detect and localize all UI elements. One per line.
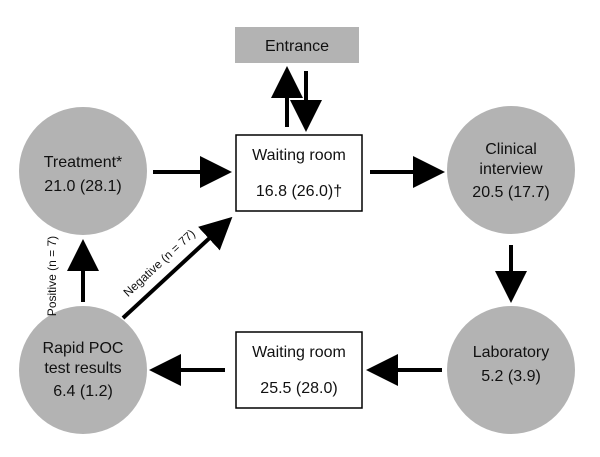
rapid-poc-circle <box>19 306 147 434</box>
treatment-label: Treatment* <box>44 154 123 171</box>
clinical-interview-label-line1: Clinical <box>485 141 537 158</box>
laboratory-label: Laboratory <box>473 344 550 361</box>
waiting-room-bottom-node: Waiting room 25.5 (28.0) <box>235 331 363 409</box>
laboratory-circle <box>447 306 575 434</box>
waiting-room-bottom-box <box>235 331 363 409</box>
clinical-interview-node: Clinical interview 20.5 (17.7) <box>447 106 575 234</box>
entrance-label: Entrance <box>265 38 329 55</box>
laboratory-node: Laboratory 5.2 (3.9) <box>447 306 575 434</box>
rapid-poc-value: 6.4 (1.2) <box>53 383 113 400</box>
entrance-box <box>235 27 359 63</box>
clinical-interview-value: 20.5 (17.7) <box>472 184 549 201</box>
waiting-room-bottom-value: 25.5 (28.0) <box>260 380 337 397</box>
waiting-room-top-box <box>235 134 363 212</box>
arrows <box>67 66 527 386</box>
entrance-node: Entrance <box>235 27 359 63</box>
negative-edge-label: Negative (n = 77) <box>121 227 198 300</box>
waiting-room-bottom-label: Waiting room <box>252 344 346 361</box>
clinical-interview-circle <box>447 106 575 234</box>
clinical-interview-label-line2: interview <box>479 161 543 178</box>
waiting-room-top-node: Waiting room 16.8 (26.0)† <box>235 134 363 212</box>
rapid-poc-label-line1: Rapid POC <box>43 340 124 357</box>
positive-edge-label: Positive (n = 7) <box>45 236 59 316</box>
waiting-room-top-label: Waiting room <box>252 147 346 164</box>
treatment-node: Treatment* 21.0 (28.1) <box>19 107 147 235</box>
arrow-negative <box>121 216 233 320</box>
rapid-poc-node: Rapid POC test results 6.4 (1.2) <box>19 306 147 434</box>
laboratory-value: 5.2 (3.9) <box>481 368 541 385</box>
waiting-room-top-value: 16.8 (26.0)† <box>256 183 342 200</box>
rapid-poc-label-line2: test results <box>44 360 121 377</box>
treatment-value: 21.0 (28.1) <box>44 178 121 195</box>
treatment-circle <box>19 107 147 235</box>
